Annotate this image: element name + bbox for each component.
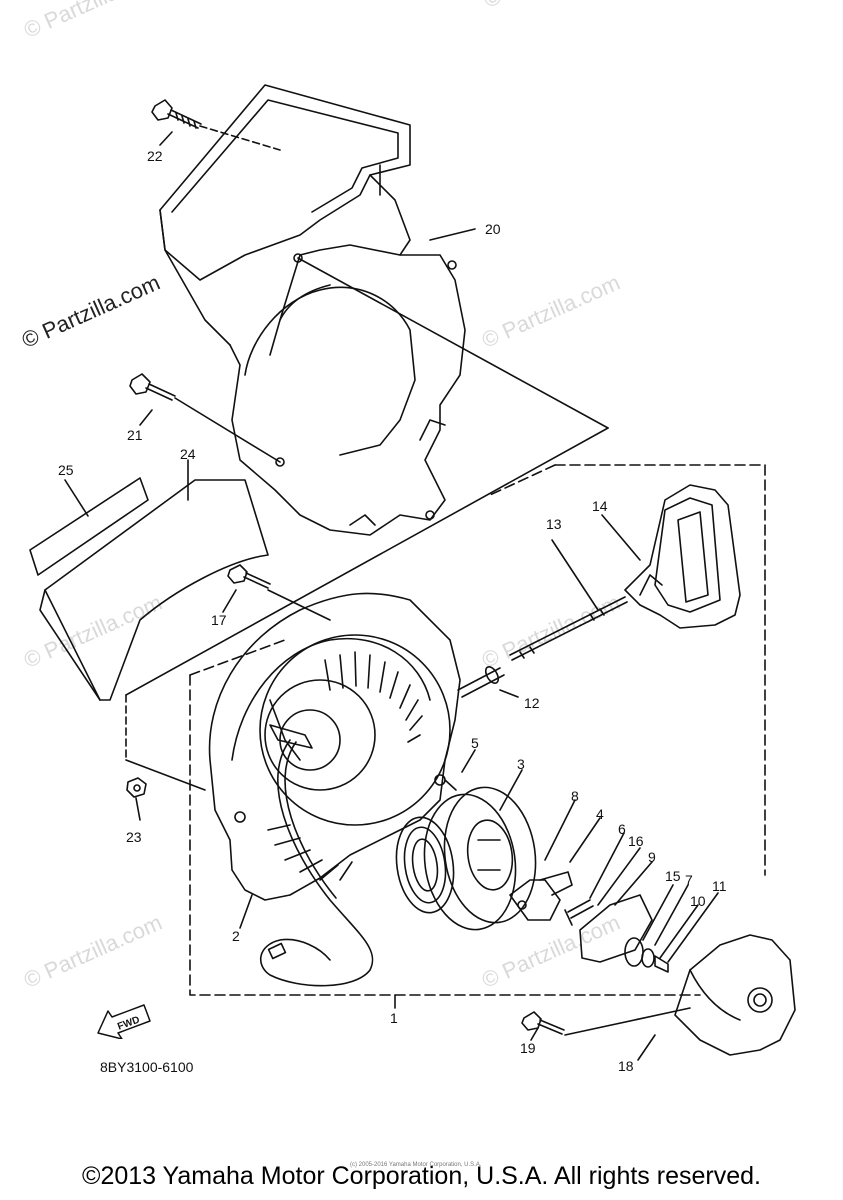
part-label-20: 20 xyxy=(485,221,501,237)
part-label-19: 19 xyxy=(520,1040,536,1056)
part-label-8: 8 xyxy=(571,788,579,804)
part-label-24: 24 xyxy=(180,446,196,462)
part-label-17: 17 xyxy=(211,612,227,628)
part-label-23: 23 xyxy=(126,829,142,845)
fwd-arrow-icon: FWD xyxy=(97,1004,151,1039)
bolt-22 xyxy=(151,99,281,151)
washers-15-7-10-11 xyxy=(624,937,669,973)
copyright-footer: ©2013 Yamaha Motor Corporation, U.S.A. A… xyxy=(82,1162,761,1190)
part-label-6: 6 xyxy=(618,821,626,837)
part-label-14: 14 xyxy=(592,498,608,514)
bolt-17 xyxy=(227,564,331,621)
part-label-10: 10 xyxy=(690,893,706,909)
bolt-21 xyxy=(129,373,281,463)
cover-24 xyxy=(39,479,269,701)
nut-23 xyxy=(126,777,147,798)
handle-14 xyxy=(624,484,741,629)
bolt-19 xyxy=(521,1007,691,1036)
part-label-4: 4 xyxy=(596,806,604,822)
small-copyright: (c) 2005-2016 Yamaha Motor Corporation, … xyxy=(350,1162,482,1168)
starter-housing-2 xyxy=(208,592,461,987)
cup-18 xyxy=(674,934,796,1056)
plate-9 xyxy=(579,894,653,963)
part-label-3: 3 xyxy=(517,756,525,772)
part-label-11: 11 xyxy=(712,878,727,894)
spring-5 xyxy=(395,779,457,914)
shaft-12 xyxy=(457,666,519,698)
part-label-7: 7 xyxy=(685,872,693,888)
rope-13 xyxy=(509,596,628,661)
part-label-12: 12 xyxy=(524,695,540,711)
diagram-code: 8BY3100-6100 xyxy=(100,1059,194,1075)
bolt-6-16 xyxy=(564,899,594,926)
part-label-1: 1 xyxy=(390,1010,398,1026)
part-label-25: 25 xyxy=(58,462,74,478)
part-label-18: 18 xyxy=(618,1058,634,1074)
part-label-15: 15 xyxy=(665,868,681,884)
part-label-16: 16 xyxy=(628,833,644,849)
part-label-2: 2 xyxy=(232,928,240,944)
part-label-9: 9 xyxy=(648,849,656,865)
part-label-22: 22 xyxy=(147,148,163,164)
part-label-21: 21 xyxy=(127,427,143,443)
decal-strip-25 xyxy=(29,477,149,576)
part-label-5: 5 xyxy=(471,735,479,751)
pawl-8-4 xyxy=(509,871,573,921)
fan-shroud-20 xyxy=(159,84,466,536)
part-label-13: 13 xyxy=(546,516,562,532)
